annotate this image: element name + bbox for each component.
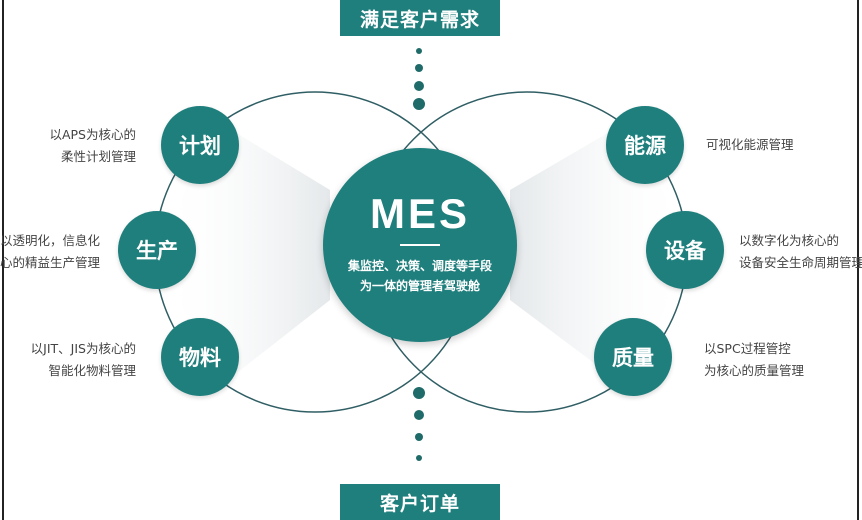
dot [416,48,422,54]
desc-energy: 可视化能源管理 [706,134,794,156]
dot [413,387,425,399]
dot [413,98,425,110]
mes-subtitle-1: 集监控、决策、调度等手段 [347,259,492,273]
desc-line: 以数字化为核心的 [739,233,840,248]
desc-quality: 以SPC过程管控为核心的质量管理 [704,338,804,382]
desc-line: 智能化物料管理 [48,363,136,378]
desc-line: 可视化能源管理 [706,137,794,152]
desc-line: 柔性计划管理 [60,149,136,164]
node-energy: 能源 [606,106,684,184]
mes-center: MES 集监控、决策、调度等手段 为一体的管理者驾驶舱 [323,148,517,342]
mes-subtitle-2: 为一体的管理者驾驶舱 [359,279,480,293]
desc-line: 以JIT、JIS为核心的 [30,341,136,356]
node-quality: 质量 [594,318,672,396]
dot [414,410,424,420]
node-plan: 计划 [161,106,239,184]
desc-material: 以JIT、JIS为核心的智能化物料管理 [31,338,136,382]
desc-line: 以APS为核心的 [49,127,136,142]
node-equipment: 设备 [646,211,724,289]
left-border [2,0,4,520]
divider [400,244,440,246]
desc-line: 以透明化，信息化 [0,233,100,248]
dot [416,455,422,461]
top-banner: 满足客户需求 [340,0,500,36]
dot [415,433,423,441]
node-production: 生产 [118,211,196,289]
desc-plan: 以APS为核心的柔性计划管理 [49,124,136,168]
desc-line: 设备安全生命周期管理 [739,255,862,270]
dot [414,81,424,91]
desc-line: 为核心的质量管理 [704,363,805,378]
desc-production: 以透明化，信息化为核心的精益生产管理 [0,230,100,274]
right-border [857,0,859,520]
desc-equipment: 以数字化为核心的设备安全生命周期管理 [739,230,862,274]
bottom-banner: 客户订单 [340,484,500,520]
mes-title: MES [369,190,470,237]
desc-line: 以SPC过程管控 [704,341,791,356]
desc-line: 为核心的精益生产管理 [0,255,100,270]
node-material: 物料 [161,318,239,396]
dot [415,64,423,72]
